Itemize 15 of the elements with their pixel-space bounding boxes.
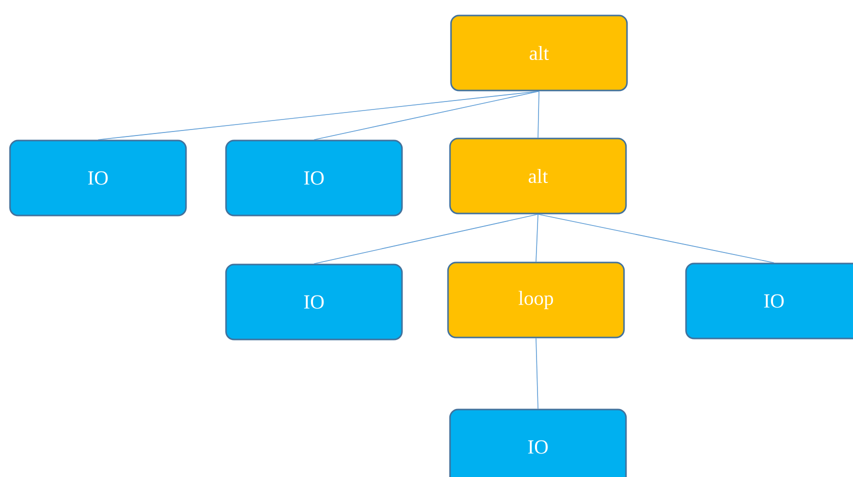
io-box: IO	[449, 408, 627, 477]
io-box: IO	[225, 264, 403, 340]
control-box: loop	[447, 262, 625, 338]
io-box: IO	[685, 262, 853, 340]
connector-line	[98, 90, 540, 140]
connector-line	[314, 214, 538, 264]
control-box: alt	[449, 138, 627, 214]
connector-line	[536, 338, 538, 410]
connector-line	[538, 214, 774, 264]
connector-line	[538, 90, 540, 138]
io-box: IO	[225, 140, 403, 216]
control-box: alt	[450, 14, 628, 92]
io-box: IO	[9, 140, 187, 216]
connector-line	[314, 90, 540, 140]
connector-line	[536, 214, 538, 262]
